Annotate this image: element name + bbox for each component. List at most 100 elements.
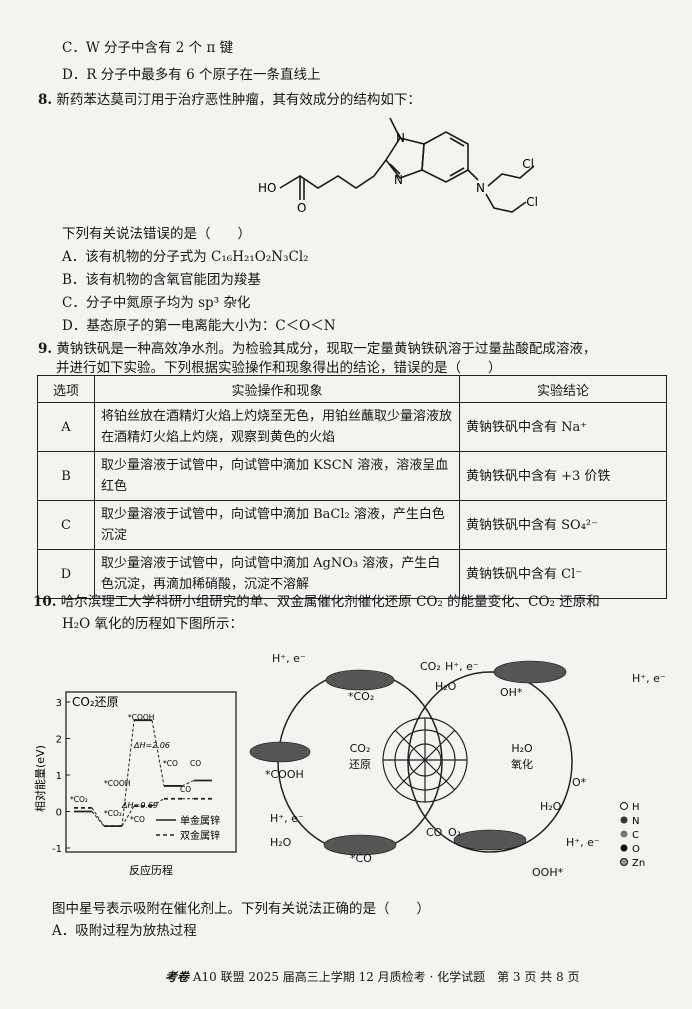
header-option: 选项	[37, 375, 95, 403]
page-footer: 考卷 A10 联盟 2025 届高三上学期 12 月质检考 · 化学试题 第 3…	[165, 968, 579, 985]
transition-connector	[121, 720, 135, 827]
bendamustine-structure: HO O N N N Cl Cl	[258, 117, 538, 215]
legend-zn: Zn	[632, 858, 645, 869]
sp-oh: OH*	[500, 686, 523, 699]
transition-connector	[151, 720, 165, 787]
row-procedure: 取少量溶液于试管中，向试管中滴加 BaCl₂ 溶液，产生白色沉淀	[94, 500, 460, 550]
q8-option-b: B．该有机物的含氧官能团为羧基	[62, 272, 261, 288]
point-label: CO	[190, 759, 201, 768]
point-label: *CO	[163, 759, 178, 768]
sp-h2o-top: H₂O	[435, 680, 457, 693]
catalyst-top-left	[325, 669, 395, 691]
row-conclusion: 黄钠铁矾中含有 +3 价铁	[459, 451, 667, 501]
chart-series	[74, 719, 212, 828]
row-conclusion: 黄钠铁矾中含有 Cl⁻	[459, 549, 667, 599]
x-axis-label: 反应历程	[129, 863, 173, 877]
legend-dot-h	[620, 802, 628, 810]
catalyst-left	[249, 741, 311, 763]
sp-far-right: H⁺, e⁻	[632, 672, 666, 685]
cl2-label: Cl	[526, 195, 538, 209]
footer-brand: 考卷	[165, 970, 190, 984]
series-double	[74, 797, 212, 828]
sp-o2-out: O₂	[448, 826, 461, 839]
sp-top-right-cap: H⁺, e⁻	[445, 660, 479, 673]
transition-connector	[121, 805, 135, 827]
butanoic-chain	[279, 159, 387, 189]
point-label: *COOH	[128, 713, 154, 722]
table-row: B 取少量溶液于试管中，向试管中滴加 KSCN 溶液，溶液呈血红色 黄钠铁矾中含…	[37, 451, 667, 501]
legend-dot-n	[620, 816, 628, 824]
table-row: A 将铂丝放在酒精灯火焰上灼烧至无色，用铂丝蘸取少量溶液放在酒精灯火焰上灼烧，观…	[37, 402, 667, 452]
legend-o: O	[632, 844, 640, 855]
q10-stem-line2: H₂O 氧化的历程如下图所示：	[62, 616, 244, 632]
sp-top-left-cap: H⁺, e⁻	[272, 652, 306, 665]
q8-number: 8.	[38, 92, 53, 108]
sp-bottom-right-cap: H⁺, e⁻	[566, 836, 600, 849]
legend-dot-zn	[620, 858, 628, 866]
q9-stem-line2: 并进行如下实验。下列根据实验操作和现象得出的结论，错误的是（ ）	[56, 360, 502, 376]
n2-label: N	[394, 173, 403, 187]
y-tick-label: 0	[56, 808, 62, 819]
table-row: D 取少量溶液于试管中，向试管中滴加 AgNO₃ 溶液，产生白色沉淀，再滴加稀硝…	[37, 549, 667, 599]
chart-frame	[65, 691, 237, 853]
transition-connector	[91, 811, 105, 827]
option-c-prev: C．W 分子中含有 2 个 π 键	[62, 40, 234, 56]
reaction-cycle-diagram: CO₂ 还原 H₂O 氧化 H⁺, e⁻ *CO₂ CO₂ H⁺, e⁻ H₂O…	[249, 652, 666, 879]
h2o-oxidation-cycle	[407, 671, 573, 853]
point-label: *CO	[130, 815, 145, 824]
cycle-right-label1: H₂O	[511, 742, 533, 755]
chart-title: CO₂还原	[72, 695, 119, 709]
row-option: A	[37, 402, 95, 452]
row-option: B	[37, 451, 95, 501]
table-header-row: 选项 实验操作和现象 实验结论	[37, 375, 667, 403]
point-label: CO	[180, 785, 191, 794]
legend-single: 单金属锌	[180, 814, 220, 827]
sp-bottom-left-cap: H⁺, e⁻	[270, 812, 304, 825]
cycle-left-label1: CO₂	[350, 742, 371, 755]
sp-ooh: OOH*	[532, 866, 564, 879]
sp-top-co2: *CO₂	[348, 690, 374, 703]
sp-co-out: CO	[426, 826, 443, 839]
header-procedure: 实验操作和现象	[94, 375, 460, 403]
y-ticks: -1 0 1 2 3	[52, 698, 70, 855]
legend-h: H	[632, 802, 640, 813]
transition-connector	[151, 798, 165, 807]
q8-stem-text: 新药苯达莫司汀用于治疗恶性肿瘤，其有效成分的结构如下：	[56, 92, 421, 108]
sp-co2-in: CO₂	[420, 660, 441, 673]
q10-line1: 哈尔滨理工大学科研小组研究的单、双金属催化剂催化还原 CO₂ 的能量变化、CO₂…	[60, 594, 600, 610]
y-tick-label: -1	[52, 844, 62, 855]
q9-stem-line1: 9. 黄钠铁矾是一种高效净水剂。为检验其成分，现取一定量黄钠铁矾溶于过量盐酸配成…	[38, 337, 596, 357]
q10-number: 10.	[33, 594, 57, 610]
n3-label: N	[476, 181, 485, 195]
series-single	[74, 719, 212, 828]
o-label: O	[297, 201, 306, 215]
q9-line1: 黄钠铁矾是一种高效净水剂。为检验其成分，现取一定量黄钠铁矾溶于过量盐酸配成溶液，	[56, 341, 597, 357]
catalyst-bottom	[323, 834, 397, 856]
legend-n: N	[632, 816, 639, 827]
q10-after-text: 图中星号表示吸附在催化剂上。下列有关说法正确的是（ ）	[52, 901, 430, 917]
q10-option-a: A．吸附过程为放热过程	[52, 923, 197, 939]
point-label: *CO₂	[70, 795, 88, 804]
header-conclusion: 实验结论	[459, 375, 667, 403]
y-tick-label: 1	[56, 771, 62, 782]
point-label: *COOH	[104, 779, 130, 788]
row-procedure: 取少量溶液于试管中，向试管中滴加 AgNO₃ 溶液，产生白色沉淀，再滴加稀硝酸，…	[94, 549, 460, 599]
y-tick-label: 3	[56, 698, 62, 709]
row-conclusion: 黄钠铁矾中含有 Na⁺	[459, 402, 667, 452]
q10-stem-line1: 10. 哈尔滨理工大学科研小组研究的单、双金属催化剂催化还原 CO₂ 的能量变化…	[33, 590, 600, 610]
annotation-dh2: ΔH=0.69	[121, 801, 158, 810]
sp-left-cooh: *COOH	[265, 768, 304, 781]
cycle-right-label2: 氧化	[511, 757, 533, 771]
q9-number: 9.	[38, 341, 53, 357]
y-tick-label: 2	[56, 735, 62, 746]
chart-legend: 单金属锌 双金属锌	[156, 814, 220, 842]
q8-option-a: A．该有机物的分子式为 C₁₆H₂₁O₂N₃Cl₂	[62, 249, 309, 265]
q8-option-c: C．分子中氮原子均为 sp³ 杂化	[62, 295, 251, 311]
catalyst-top-right	[493, 660, 567, 684]
legend-double: 双金属锌	[180, 829, 220, 842]
element-legend: H N C O Zn	[620, 802, 645, 869]
row-option: C	[37, 500, 95, 550]
transition-connector	[181, 780, 195, 787]
row-procedure: 取少量溶液于试管中，向试管中滴加 KSCN 溶液，溶液呈血红色	[94, 451, 460, 501]
